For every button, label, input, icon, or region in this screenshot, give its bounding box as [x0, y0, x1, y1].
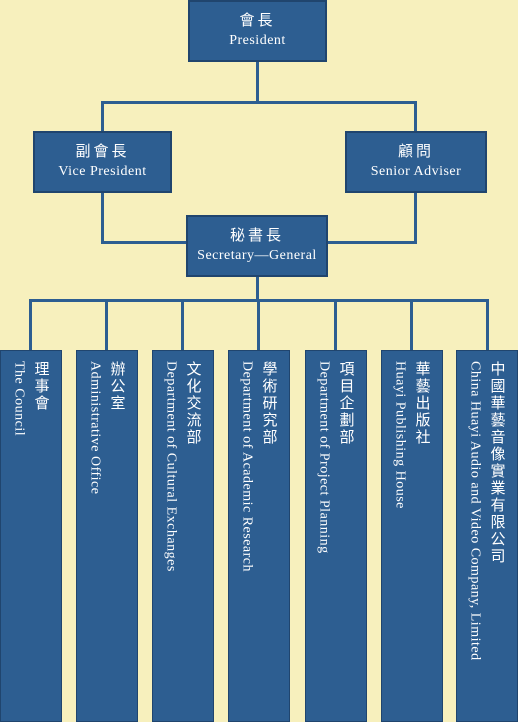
department-en-label: China Huayi Audio and Video Company, Lim… [467, 361, 483, 661]
connector-dept-6 [410, 299, 413, 351]
president-en-label: President [229, 32, 286, 48]
department-en-label: Department of Cultural Exchanges [163, 361, 179, 572]
department-zh-label: 文化交流部 [184, 361, 201, 446]
department-en-label: Administrative Office [87, 361, 103, 495]
connector-secretary-down [256, 276, 259, 302]
department-zh-label: 中國華藝音像實業有限公司 [488, 361, 505, 565]
vice-president-en-label: Vice President [58, 163, 147, 179]
connector-dept-2 [105, 299, 108, 351]
vice-president-box: 副會長 Vice President [33, 131, 172, 193]
department-en-label: Department of Project Planning [316, 361, 332, 554]
vice-president-zh-label: 副會長 [75, 144, 130, 161]
connector-dept-1 [29, 299, 32, 351]
department-en-label: Department of Academic Research [239, 361, 255, 573]
connector-president-down [256, 62, 259, 103]
connector-adviser-down [414, 192, 417, 244]
connector-adviser-up [414, 101, 417, 132]
department-box-project-planning: 項目企劃部 Department of Project Planning [305, 350, 367, 722]
secretary-general-zh-label: 秘書長 [229, 228, 284, 245]
senior-adviser-zh-label: 顧問 [397, 144, 434, 161]
connector-dept-5 [334, 299, 337, 351]
department-box-publishing-house: 華藝出版社 Huayi Publishing House [381, 350, 443, 722]
department-box-cultural-exchanges: 文化交流部 Department of Cultural Exchanges [152, 350, 214, 722]
president-box: 會長 President [188, 0, 327, 62]
secretary-general-box: 秘書長 Secretary—General [186, 215, 328, 277]
department-zh-label: 理事會 [32, 361, 49, 412]
department-box-council: 理事會 The Council [0, 350, 62, 722]
department-zh-label: 學術研究部 [260, 361, 277, 446]
connector-dept-7 [486, 299, 489, 351]
department-en-label: The Council [11, 361, 27, 437]
connector-dept-4 [257, 299, 260, 351]
department-box-administrative-office: 辦公室 Administrative Office [76, 350, 138, 722]
connector-upper-horizontal [101, 101, 417, 104]
connector-vice-president-up [101, 101, 104, 132]
secretary-general-en-label: Secretary—General [197, 247, 317, 263]
department-box-academic-research: 學術研究部 Department of Academic Research [228, 350, 290, 722]
department-zh-label: 辦公室 [108, 361, 125, 412]
president-zh-label: 會長 [239, 13, 276, 30]
department-zh-label: 華藝出版社 [413, 361, 430, 446]
department-zh-label: 項目企劃部 [337, 361, 354, 446]
senior-adviser-en-label: Senior Adviser [370, 163, 462, 179]
department-box-audio-video-company: 中國華藝音像實業有限公司 China Huayi Audio and Video… [456, 350, 518, 722]
connector-dept-3 [181, 299, 184, 351]
connector-vice-president-down [101, 192, 104, 244]
department-en-label: Huayi Publishing House [392, 361, 408, 509]
senior-adviser-box: 顧問 Senior Adviser [345, 131, 487, 193]
